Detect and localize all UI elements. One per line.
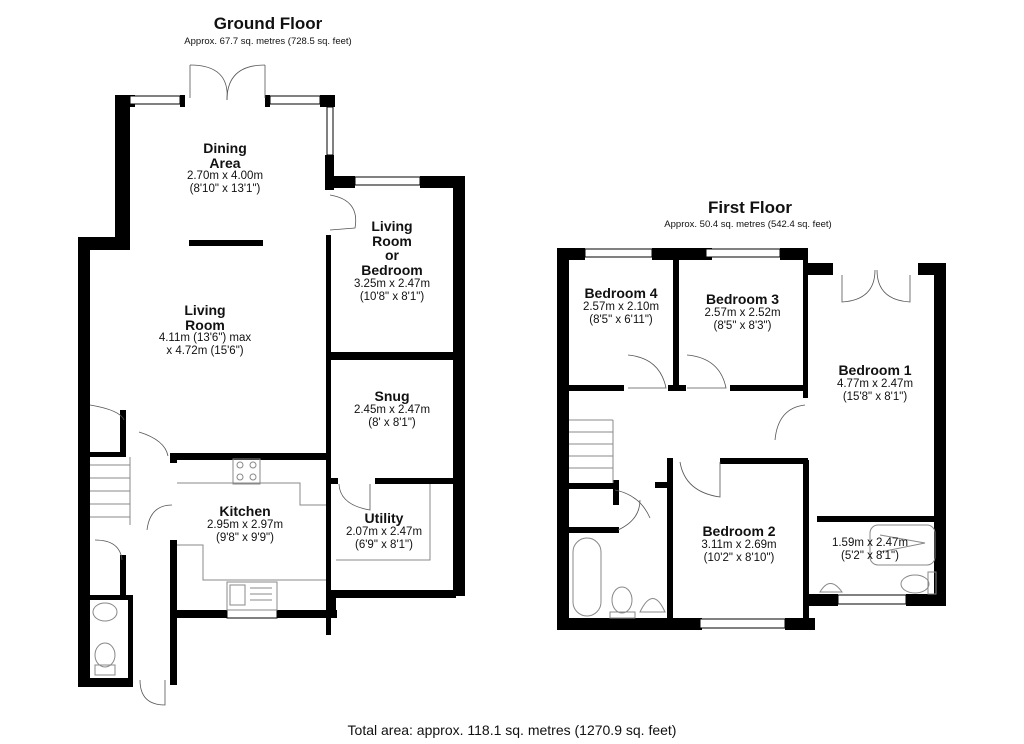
room-bedroom-4: Bedroom 4 2.57m x 2.10m (8'5" x 6'11") — [566, 286, 676, 326]
first-floor-windows — [584, 248, 907, 629]
room-dim-metric: 3.11m x 2.69m — [701, 538, 777, 551]
room-dim-imperial: (8'5" x 8'3") — [713, 319, 772, 332]
room-dim-metric: 2.70m x 4.00m — [186, 170, 264, 183]
room-bedroom-2: Bedroom 2 3.11m x 2.69m (10'2" x 8'10") — [679, 524, 799, 564]
room-bedroom-3: Bedroom 3 2.57m x 2.52m (8'5" x 8'3") — [685, 292, 800, 332]
room-name: Room — [372, 232, 412, 249]
room-dim-imperial: (8'10" x 13'1") — [189, 183, 261, 196]
room-name: Utility — [364, 510, 404, 526]
room-name: Bedroom 4 — [584, 285, 658, 301]
room-dim-imperial: (9'8" x 9'9") — [216, 531, 274, 544]
room-dim-metric: 2.45m x 2.47m — [353, 403, 431, 416]
room-name: Snug — [374, 388, 410, 404]
room-dim-metric: 3.25m x 2.47m — [353, 277, 431, 290]
room-name: Living — [371, 218, 413, 234]
first-floor-walls — [557, 248, 946, 630]
room-name: Dining — [203, 140, 247, 156]
room-dim-imperial: (5'2" x 8'1") — [841, 549, 899, 562]
room-dim-metric: 2.95m x 2.97m — [206, 518, 284, 531]
first-floor-doors — [614, 269, 911, 531]
ground-floor-fixtures — [90, 457, 431, 676]
room-dim-metric: 1.59m x 2.47m — [831, 537, 909, 549]
room-dim-imperial: (8' x 8'1") — [368, 416, 416, 429]
room-name: Kitchen — [219, 503, 271, 519]
ground-floor-area: Approx. 67.7 sq. metres (728.5 sq. feet) — [184, 36, 352, 47]
first-floor-area: Approx. 50.4 sq. metres (542.4 sq. feet) — [664, 219, 832, 230]
room-dim-imperial: (6'9" x 8'1") — [355, 538, 413, 551]
room-dining-area: Dining Area 2.70m x 4.00m (8'10" x 13'1"… — [150, 141, 300, 196]
room-dim-imperial: (10'8" x 8'1") — [359, 290, 425, 303]
first-floor-fixtures — [569, 419, 937, 619]
room-dim-metric: 2.57m x 2.10m — [582, 300, 660, 313]
room-dim-imperial: (15'8" x 8'1") — [842, 390, 908, 403]
room-dim-metric: 2.07m x 2.47m — [345, 525, 423, 538]
ground-floor-walls — [78, 95, 465, 687]
room-kitchen: Kitchen 2.95m x 2.97m (9'8" x 9'9") — [185, 504, 305, 544]
room-dim-metric: 4.11m (13'6") max — [158, 332, 252, 345]
ground-floor-windows — [129, 95, 421, 619]
room-dim-metric: 4.77m x 2.47m — [836, 377, 914, 390]
room-utility: Utility 2.07m x 2.47m (6'9" x 8'1") — [324, 511, 444, 551]
ground-floor-title: Ground Floor — [213, 14, 323, 33]
room-living-room-or-bedroom: Living Room or Bedroom 3.25m x 2.47m (10… — [332, 219, 452, 304]
room-name: Bedroom 1 — [838, 362, 912, 378]
room-name: Bedroom 2 — [702, 523, 776, 539]
room-bedroom-1: Bedroom 1 4.77m x 2.47m (15'8" x 8'1") — [815, 363, 935, 403]
room-name: or — [385, 247, 399, 264]
room-name: Bedroom 3 — [705, 291, 780, 307]
ground-floor-doors — [89, 64, 371, 706]
room-dim-imperial: x 4.72m (15'6") — [166, 345, 244, 358]
total-area: Total area: approx. 118.1 sq. metres (12… — [347, 722, 677, 738]
room-name: Bedroom — [361, 262, 423, 279]
room-dim-imperial: (8'5" x 6'11") — [589, 313, 653, 326]
room-dim-imperial: (10'2" x 8'10") — [703, 551, 775, 564]
room-living-room: Living Room 4.11m (13'6") max x 4.72m (1… — [125, 303, 285, 358]
room-name: Room — [185, 316, 225, 333]
first-floor-title: First Floor — [707, 198, 793, 217]
room-dim-metric: 2.57m x 2.52m — [704, 306, 781, 319]
room-name: Living — [184, 302, 226, 318]
room-en-suite: 1.59m x 2.47m (5'2" x 8'1") — [820, 537, 920, 563]
room-snug: Snug 2.45m x 2.47m (8' x 8'1") — [332, 389, 452, 429]
room-name: Area — [209, 154, 241, 171]
